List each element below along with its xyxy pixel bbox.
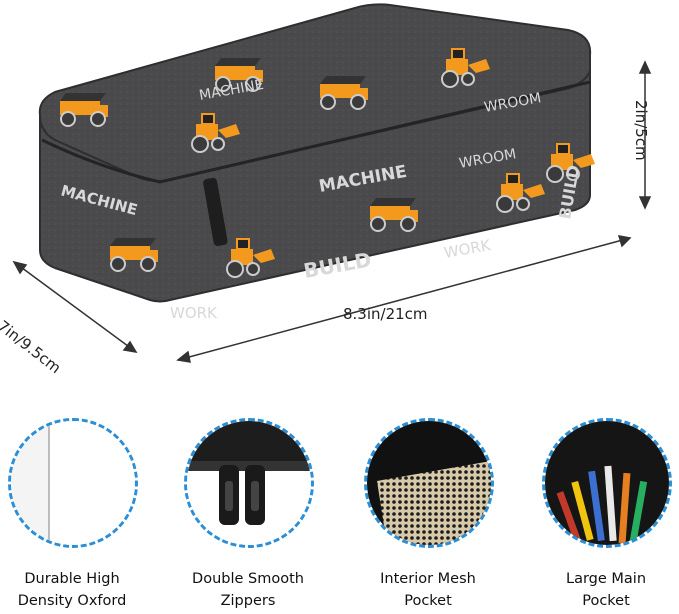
print-word: WORK	[443, 236, 493, 262]
dimension-arrows	[12, 60, 652, 363]
mesh-pocket-closeup-icon	[364, 418, 494, 548]
length-label: 8.3in/21cm	[343, 305, 428, 323]
pencil-case: MACHINE BUILD WORK WORK WROOM MACHINE WR…	[38, 3, 596, 322]
feature-caption: Durable High Density Oxford	[17, 571, 127, 609]
zipper-pulls-closeup-icon	[184, 418, 314, 548]
pens-inside-closeup-icon	[542, 418, 672, 548]
white-fabric-closeup-icon	[8, 418, 138, 548]
print-word: WORK	[170, 304, 218, 322]
depth-arrow	[13, 261, 137, 353]
feature-caption: Interior Mesh Pocket	[380, 571, 476, 609]
length-arrow	[177, 237, 631, 361]
height-label: 2in/5cm	[632, 100, 650, 161]
zipper-pull	[203, 177, 228, 247]
feature-caption: Large Main Pocket	[565, 571, 647, 609]
feature-caption: Double Smooth Zippers	[192, 571, 304, 609]
zipper-line	[41, 80, 591, 184]
